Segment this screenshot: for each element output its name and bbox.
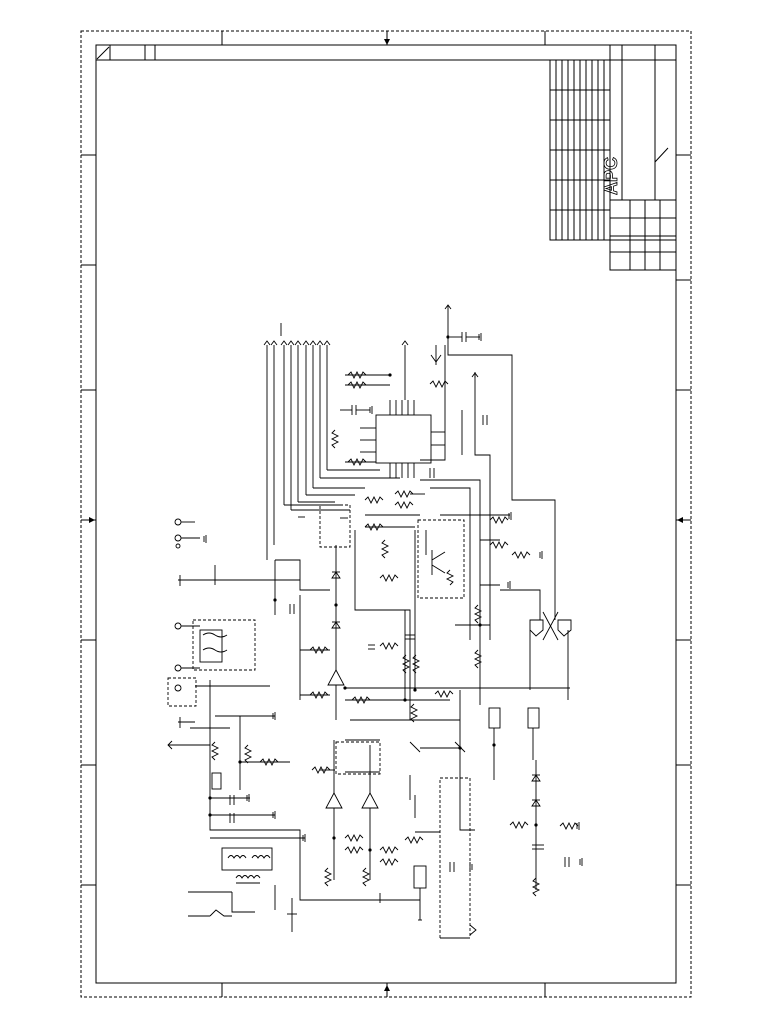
- inner-frame: [95, 44, 677, 984]
- transformer: [221, 847, 273, 884]
- title-block: APC: [549, 44, 677, 271]
- center-arrows: [89, 39, 683, 991]
- right-gates: [529, 611, 572, 641]
- junction-dots: [208, 335, 538, 852]
- diodes: [331, 545, 541, 807]
- title-block-grid: [550, 60, 610, 240]
- resistors-center: [210, 515, 579, 897]
- apc-logo: APC: [601, 157, 621, 195]
- capacitors: [229, 332, 570, 872]
- center-traces: [275, 530, 475, 833]
- connector-terminals: [174, 518, 228, 728]
- left-traces: [167, 560, 420, 932]
- resistors-ic-area: [330, 370, 449, 583]
- op-amps: [325, 605, 379, 880]
- output-terminals: [298, 516, 477, 939]
- right-side-traces: [345, 310, 570, 705]
- top-feeder: [401, 304, 479, 400]
- ground-symbols: [203, 333, 583, 921]
- signal-bus-lines: [263, 323, 400, 560]
- main-ic: [360, 400, 445, 478]
- revision-strip: [95, 44, 677, 61]
- outer-dashed-border: [80, 30, 692, 998]
- circuit-schematic: [167, 304, 583, 939]
- dashed-regions: [167, 504, 471, 939]
- inner-transistor: [425, 530, 455, 586]
